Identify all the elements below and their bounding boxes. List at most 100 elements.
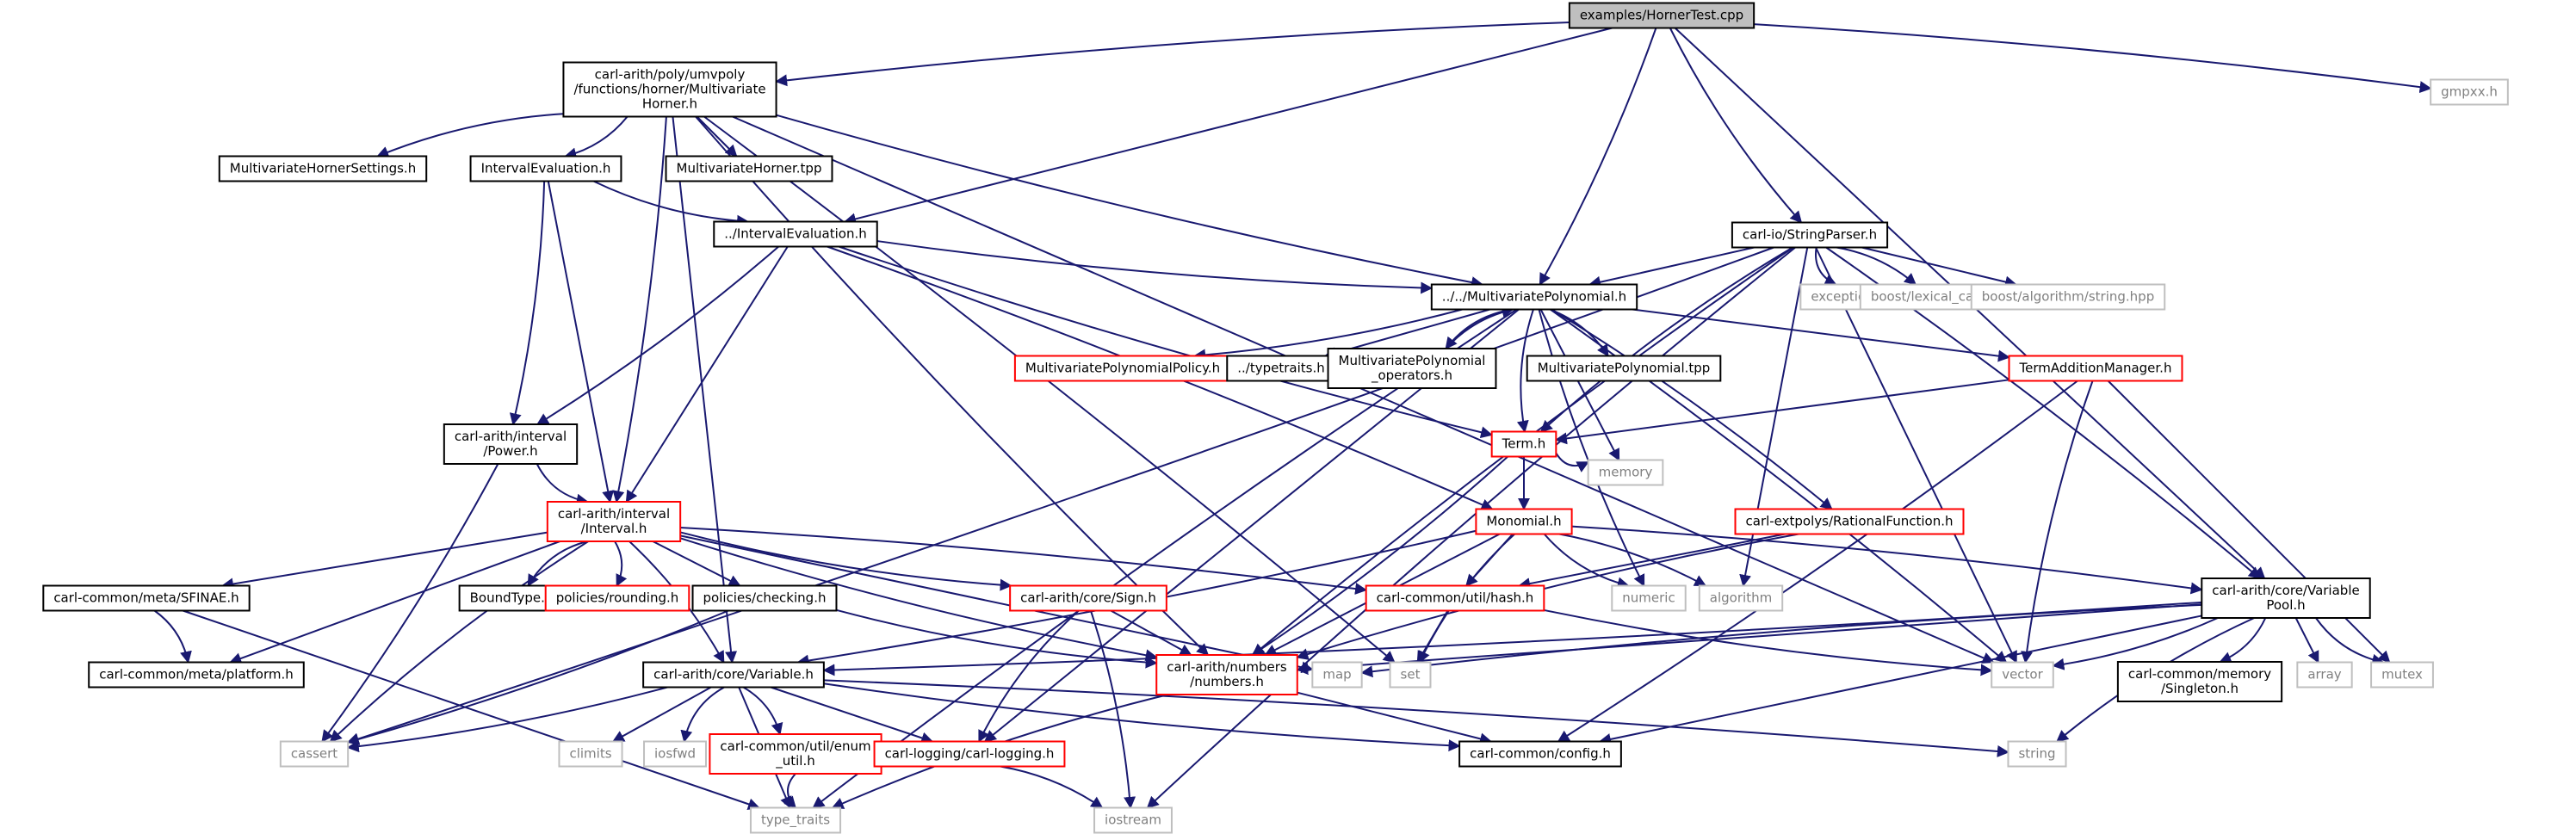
- node-variable[interactable]: carl-arith/core/Variable.h: [642, 661, 825, 689]
- node-label: ../typetraits.h: [1237, 361, 1324, 376]
- node-gmpxx[interactable]: gmpxx.h: [2430, 78, 2509, 106]
- node-box: [562, 61, 777, 118]
- node-label: ../IntervalEvaluation.h: [724, 226, 866, 242]
- node-label: TermAdditionManager.h: [2019, 361, 2172, 376]
- node-singleton[interactable]: carl-common/memory/Singleton.h: [2116, 661, 2283, 702]
- edge-varpool-to-array: [2294, 617, 2319, 664]
- node-mvppolicy[interactable]: MultivariatePolynomialPolicy.h: [1013, 355, 1232, 382]
- node-mvhsettings[interactable]: MultivariateHornerSettings.h: [218, 155, 428, 182]
- node-mutex[interactable]: mutex: [2370, 661, 2434, 689]
- node-typetraits[interactable]: type_traits: [749, 806, 842, 834]
- node-root[interactable]: examples/HornerTest.cpp: [1568, 2, 1756, 29]
- node-power[interactable]: carl-arith/interval/Power.h: [443, 423, 579, 465]
- edge-strparser-to-iostream: [1146, 246, 1796, 809]
- node-label: MultivariatePolynomialPolicy.h: [1025, 361, 1220, 376]
- node-termadd[interactable]: TermAdditionManager.h: [2008, 355, 2183, 382]
- node-box: [2116, 661, 2283, 702]
- edge-mvpoly-to-mvptpp: [1549, 308, 1609, 357]
- node-interval[interactable]: carl-arith/interval/Interval.h: [546, 501, 682, 542]
- edge-ievalrel-to-power: [536, 245, 779, 425]
- edge-interval-to-rounding: [614, 540, 628, 587]
- node-mvhtpp[interactable]: MultivariateHorner.tpp: [665, 155, 833, 182]
- edge-termadd-to-mutex: [2107, 380, 2391, 664]
- node-boostalg[interactable]: boost/algorithm/string.hpp: [1970, 283, 2166, 311]
- node-box: [1311, 661, 1363, 689]
- node-iosfwd[interactable]: iosfwd: [643, 740, 707, 768]
- node-string[interactable]: string: [2007, 740, 2067, 768]
- node-monomial[interactable]: Monomial.h: [1475, 508, 1573, 535]
- node-config[interactable]: carl-common/config.h: [1458, 740, 1622, 768]
- node-mvpoly[interactable]: ../../MultivariatePolynomial.h: [1430, 283, 1638, 311]
- node-label: carl-logging/carl-logging.h: [885, 746, 1055, 762]
- node-typetraitsh[interactable]: ../typetraits.h: [1226, 355, 1336, 382]
- node-strparser[interactable]: carl-io/StringParser.h: [1731, 221, 1889, 249]
- edge-sign-to-numbers: [1110, 609, 1192, 656]
- node-cassert[interactable]: cassert: [279, 740, 350, 768]
- node-iostream[interactable]: iostream: [1093, 806, 1173, 834]
- edge-termadd-to-vector: [2021, 380, 2094, 664]
- node-sign[interactable]: carl-arith/core/Sign.h: [1009, 584, 1167, 612]
- node-box: [546, 501, 682, 542]
- node-label: Term.h: [1502, 436, 1546, 452]
- node-label: policies/rounding.h: [556, 590, 679, 606]
- edge-mvpoly-to-numeric: [1538, 309, 1645, 587]
- node-climits[interactable]: climits: [558, 740, 623, 768]
- node-ratfunc[interactable]: carl-extpolys/RationalFunction.h: [1734, 508, 1965, 535]
- node-map[interactable]: map: [1311, 661, 1363, 689]
- node-numeric[interactable]: numeric: [1611, 584, 1687, 612]
- node-array[interactable]: array: [2296, 661, 2353, 689]
- node-box: [218, 155, 428, 182]
- edge-varpool-to-mutex: [2315, 617, 2385, 666]
- node-vector[interactable]: vector: [1991, 661, 2054, 689]
- node-label: algorithm: [1710, 590, 1772, 606]
- node-term[interactable]: Term.h: [1490, 430, 1557, 458]
- edge-term-to-numbers: [1251, 455, 1509, 656]
- node-box: [1365, 584, 1545, 612]
- node-label: carl-arith/interval: [455, 429, 567, 444]
- node-numbers[interactable]: carl-arith/numbers/numbers.h: [1155, 654, 1298, 695]
- node-label: type_traits: [761, 812, 830, 829]
- node-label: carl-arith/numbers: [1167, 659, 1287, 675]
- node-ieval[interactable]: IntervalEvaluation.h: [469, 155, 622, 182]
- node-label: Pool.h: [2266, 597, 2305, 613]
- edge-varpool-to-singleton: [2219, 617, 2267, 664]
- edge-mvpoly-to-mvpops: [1445, 308, 1514, 350]
- node-mvhorner[interactable]: carl-arith/poly/umvpoly/functions/horner…: [562, 61, 777, 118]
- node-mvpops[interactable]: MultivariatePolynomial_operators.h: [1327, 348, 1497, 389]
- edge-checking-to-cassert: [346, 609, 729, 745]
- node-sfinae[interactable]: carl-common/meta/SFINAE.h: [42, 584, 251, 612]
- node-box: [1475, 508, 1573, 535]
- edge-strparser-to-boostalg: [1861, 246, 2017, 288]
- edge-mvpoly-to-ratfunc: [1551, 308, 1833, 510]
- node-platform[interactable]: carl-common/meta/platform.h: [88, 661, 305, 689]
- node-hash[interactable]: carl-common/util/hash.h: [1365, 584, 1545, 612]
- node-label: /numbers.h: [1190, 674, 1264, 689]
- node-ievalrel[interactable]: ../IntervalEvaluation.h: [713, 220, 878, 248]
- edge-mvpoly-to-termadd: [1632, 308, 2010, 362]
- edge-mvhorner-to-set: [703, 115, 1396, 664]
- node-checking[interactable]: policies/checking.h: [691, 584, 838, 612]
- node-box: [642, 661, 825, 689]
- node-box: [279, 740, 350, 768]
- node-box: [1009, 584, 1167, 612]
- edge-mvpoly-to-mvppolicy: [1193, 308, 1463, 361]
- edge-hash-to-vector: [1544, 608, 1993, 676]
- node-label: MultivariatePolynomial.tpp: [1538, 361, 1711, 376]
- node-set[interactable]: set: [1389, 661, 1432, 689]
- edge-ievalrel-to-mvpoly: [876, 240, 1434, 294]
- node-algorithm[interactable]: algorithm: [1698, 584, 1784, 612]
- node-box: [749, 806, 842, 834]
- node-memory[interactable]: memory: [1587, 459, 1664, 486]
- node-logging[interactable]: carl-logging/carl-logging.h: [873, 740, 1066, 768]
- node-box: [643, 740, 707, 768]
- node-enumutil[interactable]: carl-common/util/enum_util.h: [709, 733, 882, 775]
- edge-ieval-to-power: [509, 181, 546, 426]
- node-label: memory: [1599, 465, 1653, 480]
- node-mvptpp[interactable]: MultivariatePolynomial.tpp: [1526, 355, 1722, 382]
- node-rounding[interactable]: policies/rounding.h: [544, 584, 690, 612]
- edge-varpool-to-vector: [2052, 617, 2219, 670]
- edge-logging-to-iostream: [1000, 765, 1104, 809]
- edges-layer: [153, 21, 2432, 811]
- node-label: string: [2018, 746, 2055, 762]
